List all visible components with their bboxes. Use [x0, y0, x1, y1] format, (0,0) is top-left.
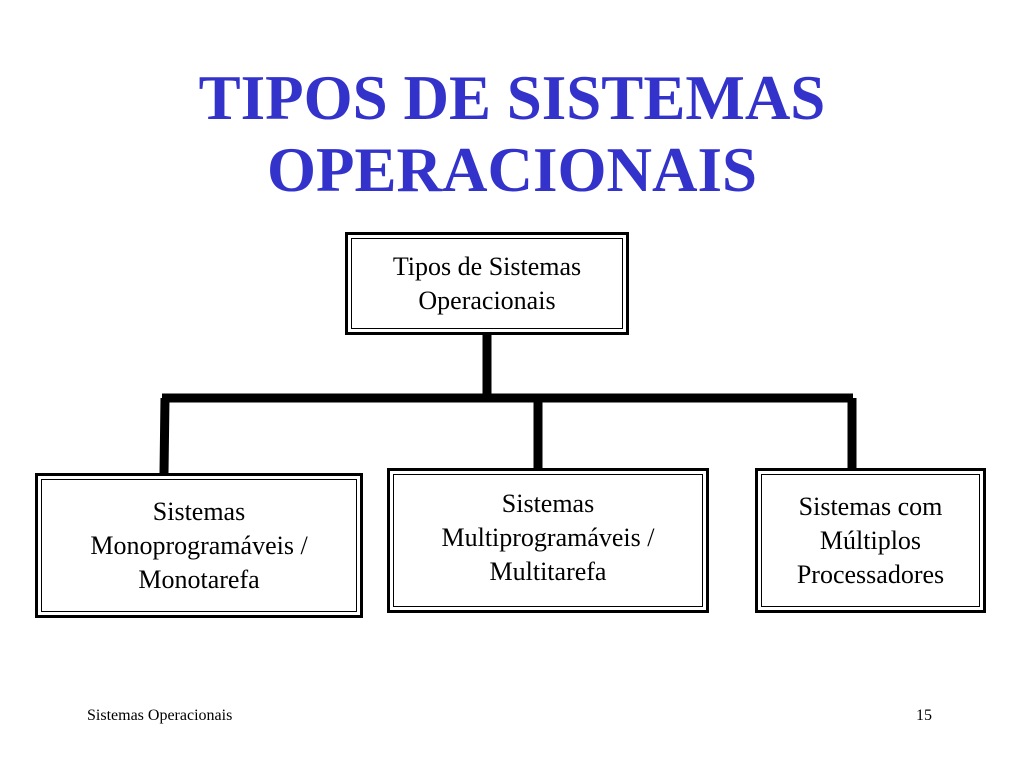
node-child-1-line-3: Monotarefa — [138, 564, 260, 594]
node-sistemas-multiplos-processadores: Sistemas com Múltiplos Processadores — [755, 468, 986, 613]
node-inner-frame: Sistemas com Múltiplos Processadores — [761, 474, 980, 607]
node-child-3-line-1: Sistemas com — [798, 491, 943, 521]
node-child-2-line-3: Multitarefa — [489, 557, 607, 586]
connector-drop-1 — [159, 397, 170, 474]
node-inner-frame: Sistemas Multiprogramáveis / Multitarefa — [393, 474, 703, 607]
slide-title-line-1: TIPOS DE SISTEMAS — [198, 63, 826, 133]
node-child-2-line-1: Sistemas — [501, 489, 595, 518]
footer-title: Sistemas Operacionais — [87, 707, 233, 724]
slide-title: TIPOS DE SISTEMAS OPERACIONAIS — [0, 62, 1024, 206]
node-inner-frame: Sistemas Monoprogramáveis / Monotarefa — [41, 479, 357, 612]
node-child-1-line-2: Monoprogramáveis / — [90, 530, 308, 560]
node-sistemas-monoprogramaveis: Sistemas Monoprogramáveis / Monotarefa — [35, 473, 363, 618]
node-child-1-line-1: Sistemas — [152, 496, 246, 526]
slide-title-line-2: OPERACIONAIS — [266, 135, 758, 205]
footer-page-number: 15 — [916, 707, 932, 724]
node-inner-frame: Tipos de Sistemas Operacionais — [351, 238, 623, 329]
node-child-2-line-2: Multiprogramáveis / — [441, 523, 655, 552]
node-sistemas-multiprogramaveis: Sistemas Multiprogramáveis / Multitarefa — [387, 468, 709, 613]
node-child-3-line-3: Processadores — [796, 559, 945, 589]
node-root-line-1: Tipos de Sistemas — [392, 251, 582, 281]
node-child-3-line-2: Múltiplos — [819, 525, 922, 555]
node-root-line-2: Operacionais — [418, 285, 556, 315]
node-tipos-de-sistemas-operacionais: Tipos de Sistemas Operacionais — [345, 232, 629, 335]
